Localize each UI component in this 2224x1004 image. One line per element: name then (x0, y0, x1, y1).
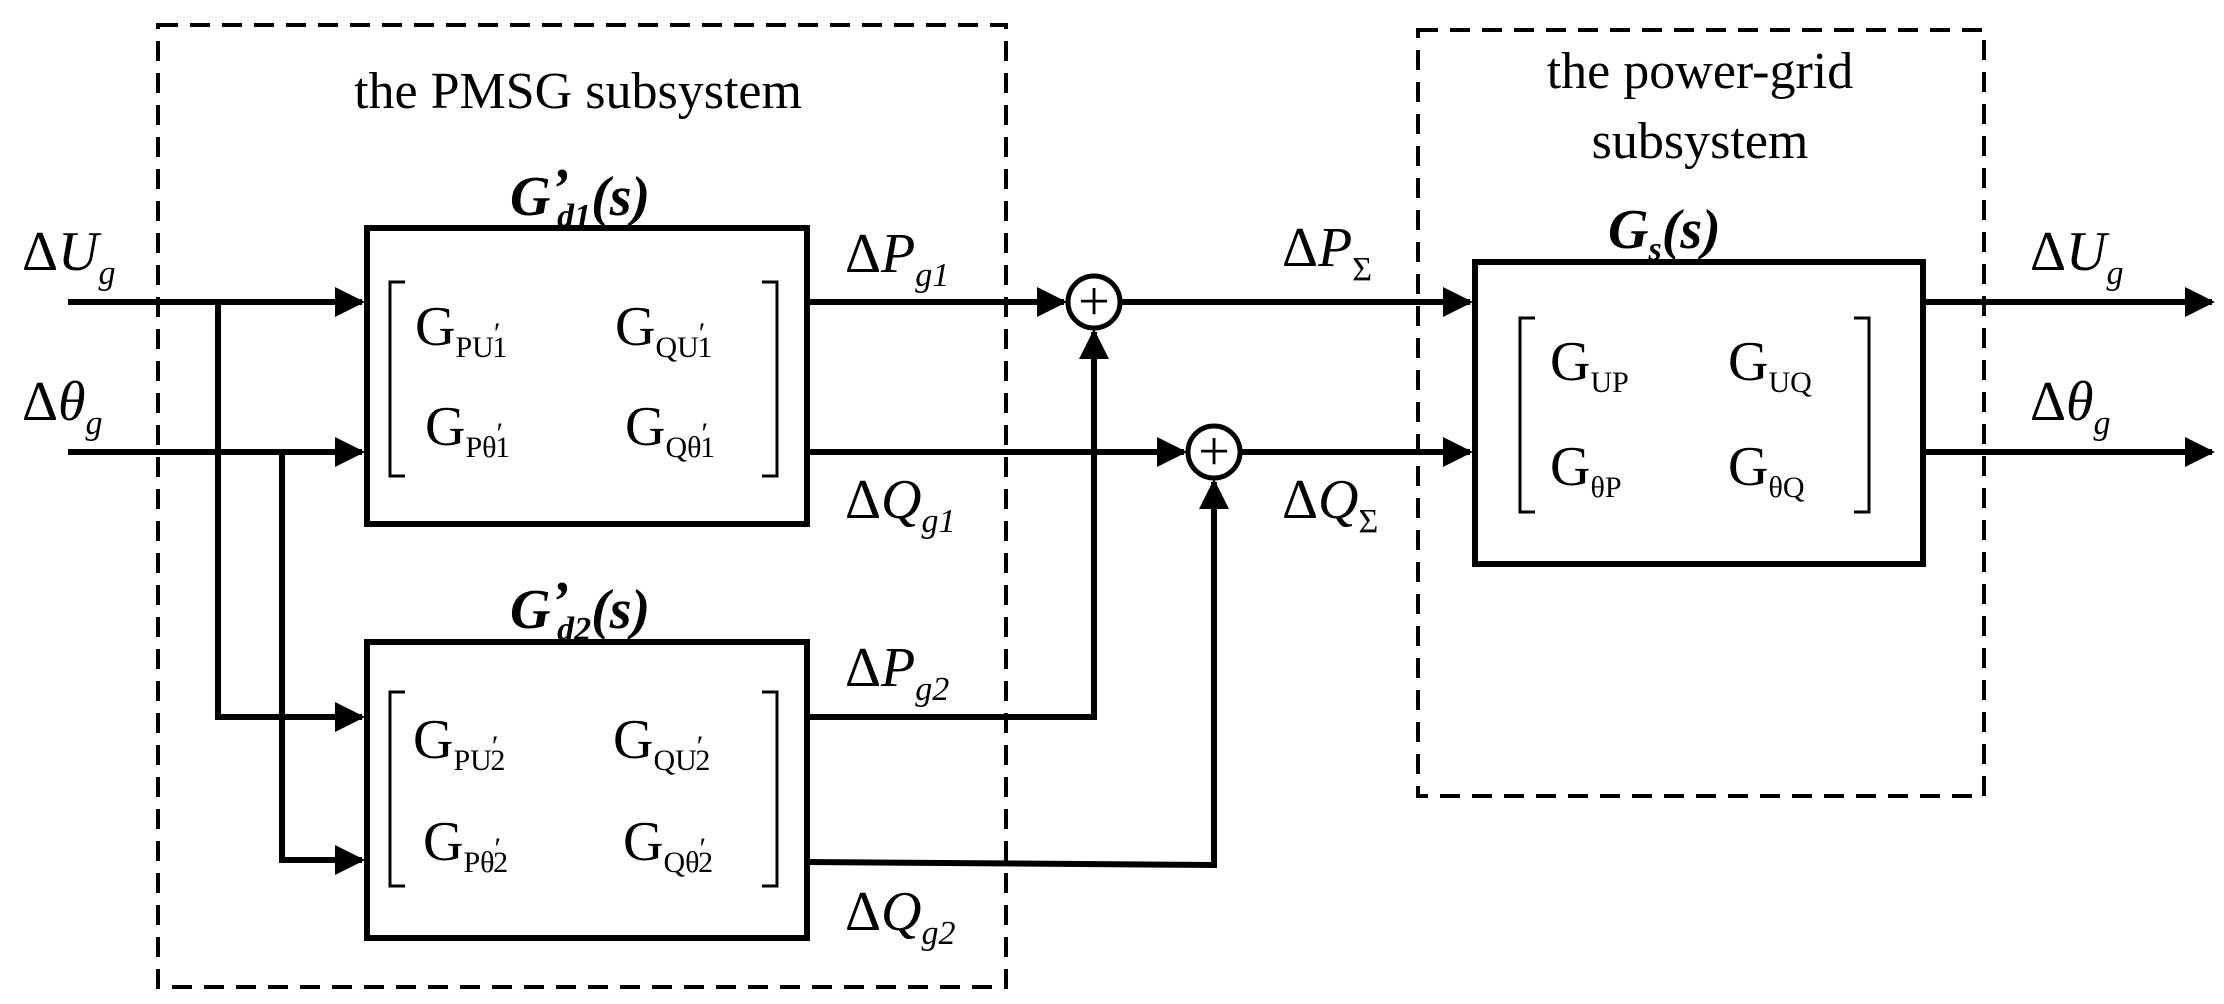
label-p-g1: ΔPg1 (845, 223, 949, 294)
wire-p-g2 (807, 329, 1109, 720)
label-p-g2: ΔPg2 (845, 637, 949, 708)
gs-bracket-left (1518, 316, 1535, 514)
gd2-m12: GQU′2 (613, 709, 710, 777)
grid-subsystem-boundary (1416, 28, 1986, 798)
label-q-sum: ΔQΣ (1282, 469, 1378, 540)
sum-junction-q-symbol: + (1198, 421, 1230, 483)
label-out-u: ΔUg (2030, 221, 2123, 292)
sum-junction-p-symbol: + (1078, 271, 1110, 333)
gs-m11: GUP (1550, 331, 1629, 399)
grid-subsystem-title-line2: subsystem (1592, 113, 1809, 170)
block-gs (1472, 259, 1926, 567)
label-q-g2: ΔQg2 (845, 881, 955, 952)
label-q-g1: ΔQg1 (845, 469, 955, 540)
gd2-m21: GPθ′2 (423, 811, 508, 879)
block-gd1 (364, 225, 810, 527)
gd1-m22: GQθ′1 (625, 396, 715, 464)
label-p-sum: ΔPΣ (1282, 217, 1372, 288)
grid-subsystem-title-line1: the power-grid (1547, 43, 1854, 100)
wire-branch-theta-gd2 (279, 452, 365, 875)
gd1-m12: GQU′1 (615, 296, 712, 364)
gd1-bracket-right (762, 280, 779, 478)
gd2-bracket-right (762, 690, 779, 888)
block-gd1-name: G’d1(s) (510, 158, 650, 235)
gd2-m22: GQθ′2 (623, 811, 713, 879)
gs-m21: GθP (1550, 436, 1622, 504)
block-gd2 (364, 639, 810, 941)
gd2-bracket-left (388, 690, 405, 888)
label-in-u: ΔUg (22, 221, 115, 292)
label-out-theta: Δθg (2030, 371, 2111, 442)
label-in-theta: Δθg (22, 371, 103, 442)
block-gd2-name: G’d2(s) (510, 571, 650, 648)
wire-q-g2 (806, 479, 1229, 869)
gs-m22: GθQ (1728, 436, 1805, 504)
pmsg-subsystem-boundary (156, 23, 1008, 989)
gd1-bracket-left (388, 280, 405, 478)
wire-branch-u-gd2 (215, 302, 365, 732)
gs-bracket-right (1854, 316, 1871, 514)
pmsg-subsystem-title: the PMSG subsystem (354, 63, 802, 120)
block-gs-name: Gs(s) (1608, 199, 1721, 268)
gd1-m21: GPθ′1 (425, 396, 510, 464)
gs-m12: GUQ (1728, 331, 1812, 399)
gd2-m11: GPU′2 (413, 709, 505, 777)
gd1-m11: GPU′1 (415, 296, 507, 364)
